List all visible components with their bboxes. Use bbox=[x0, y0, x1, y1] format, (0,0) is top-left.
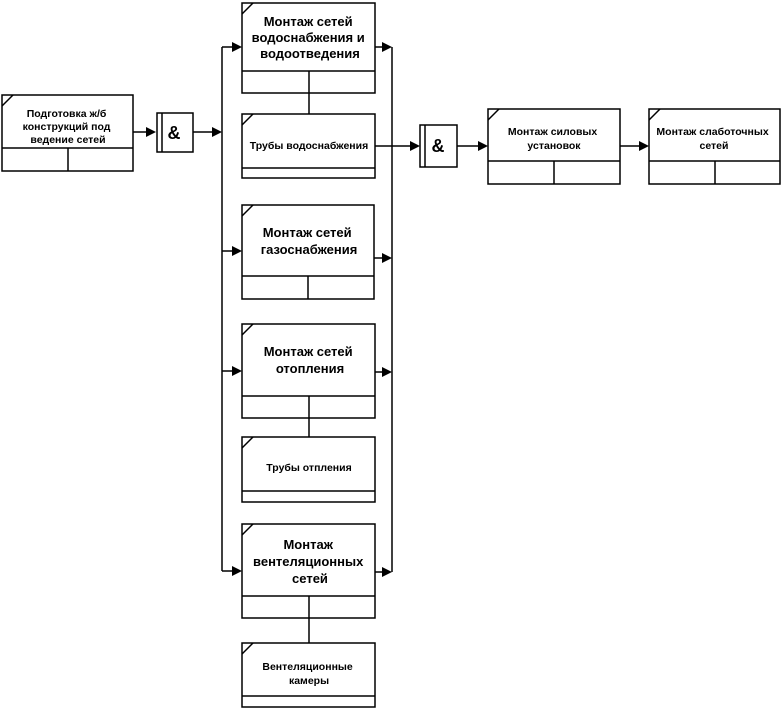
svg-text:Монтаж сетей газоснабжен: Монтаж сетей газоснабжения bbox=[261, 225, 358, 257]
node-power[interactable]: Монтаж силовых установок bbox=[487, 108, 621, 185]
link-pipes-to-and2 bbox=[375, 141, 420, 151]
node-water-pipes-line-1: Трубы водоснабжения bbox=[250, 140, 368, 152]
junction-and-1-label: & bbox=[168, 123, 181, 143]
svg-text:Монтаж сетей водоснабжен: Монтаж сетей водоснабжения и водоотведен… bbox=[252, 14, 369, 61]
node-water-pipes[interactable]: Трубы водоснабжения bbox=[241, 113, 376, 179]
node-prep-line-1: Подготовка ж/б bbox=[27, 108, 107, 120]
node-vent-chambers[interactable]: Вентеляционные камеры bbox=[241, 642, 376, 708]
node-gas-line-1: Монтаж сетей bbox=[263, 225, 352, 240]
node-lowcurrent-line-2: сетей bbox=[700, 140, 729, 152]
junction-and-1[interactable]: & bbox=[156, 112, 194, 153]
svg-text:Трубы водоснабжения: Трубы водоснабжения bbox=[250, 140, 368, 152]
node-heat-line-2: отопления bbox=[276, 361, 344, 376]
svg-text:Трубы отпления: Трубы отпления bbox=[266, 462, 351, 474]
svg-text:Подготовка ж/б конструкц: Подготовка ж/б конструкций под ведение с… bbox=[23, 108, 114, 146]
fanout-bus bbox=[221, 42, 242, 576]
node-heat-pipes-line-1: Трубы отпления bbox=[266, 462, 351, 474]
node-water[interactable]: Монтаж сетей водоснабжения и водоотведен… bbox=[241, 2, 376, 94]
node-vent[interactable]: Монтаж вентеляционных сетей bbox=[241, 523, 376, 619]
svg-text:Монтаж слаботочных сетей: Монтаж слаботочных сетей bbox=[656, 126, 771, 152]
link-power-to-lowcurrent bbox=[620, 141, 649, 151]
svg-text:Монтаж вентеляционных: Монтаж вентеляционных сетей bbox=[253, 537, 367, 586]
node-vent-line-3: сетей bbox=[292, 571, 328, 586]
node-vent-line-2: вентеляционных bbox=[253, 554, 364, 569]
node-lowcurrent[interactable]: Монтаж слаботочных сетей bbox=[648, 108, 781, 185]
link-and1-to-bus bbox=[193, 127, 222, 137]
node-water-line-1: Монтаж сетей bbox=[264, 14, 353, 29]
junction-and-2[interactable]: & bbox=[419, 124, 458, 168]
node-water-line-2: водоснабжения и bbox=[252, 30, 365, 45]
svg-text:Монтаж сетей отопления: Монтаж сетей отопления bbox=[264, 344, 357, 376]
node-gas-line-2: газоснабжения bbox=[261, 242, 358, 257]
node-vent-chambers-line-2: камеры bbox=[289, 675, 329, 687]
node-prep[interactable]: Подготовка ж/б конструкций под ведение с… bbox=[1, 94, 134, 172]
node-vent-chambers-line-1: Вентеляционные bbox=[262, 661, 353, 673]
node-prep-line-2: конструкций под bbox=[23, 121, 111, 133]
node-water-line-3: водоотведения bbox=[260, 46, 360, 61]
node-heat[interactable]: Монтаж сетей отопления bbox=[241, 323, 376, 419]
node-lowcurrent-line-1: Монтаж слаботочных bbox=[656, 126, 768, 138]
link-prep-to-and1 bbox=[133, 127, 156, 137]
node-vent-line-1: Монтаж bbox=[283, 537, 333, 552]
node-heat-pipes[interactable]: Трубы отпления bbox=[241, 436, 376, 503]
node-gas[interactable]: Монтаж сетей газоснабжения bbox=[241, 204, 375, 300]
junction-and-2-label: & bbox=[432, 136, 445, 156]
node-power-line-1: Монтаж силовых bbox=[508, 126, 598, 138]
fanin-bus bbox=[374, 42, 393, 577]
node-heat-line-1: Монтаж сетей bbox=[264, 344, 353, 359]
svg-text:Монтаж силовых установок: Монтаж силовых установок bbox=[508, 126, 600, 152]
node-power-line-2: установок bbox=[527, 140, 581, 152]
link-and2-to-power bbox=[457, 141, 488, 151]
svg-text:Вентеляционные камеры: Вентеляционные камеры bbox=[262, 661, 355, 687]
node-prep-line-3: ведение сетей bbox=[30, 134, 105, 146]
